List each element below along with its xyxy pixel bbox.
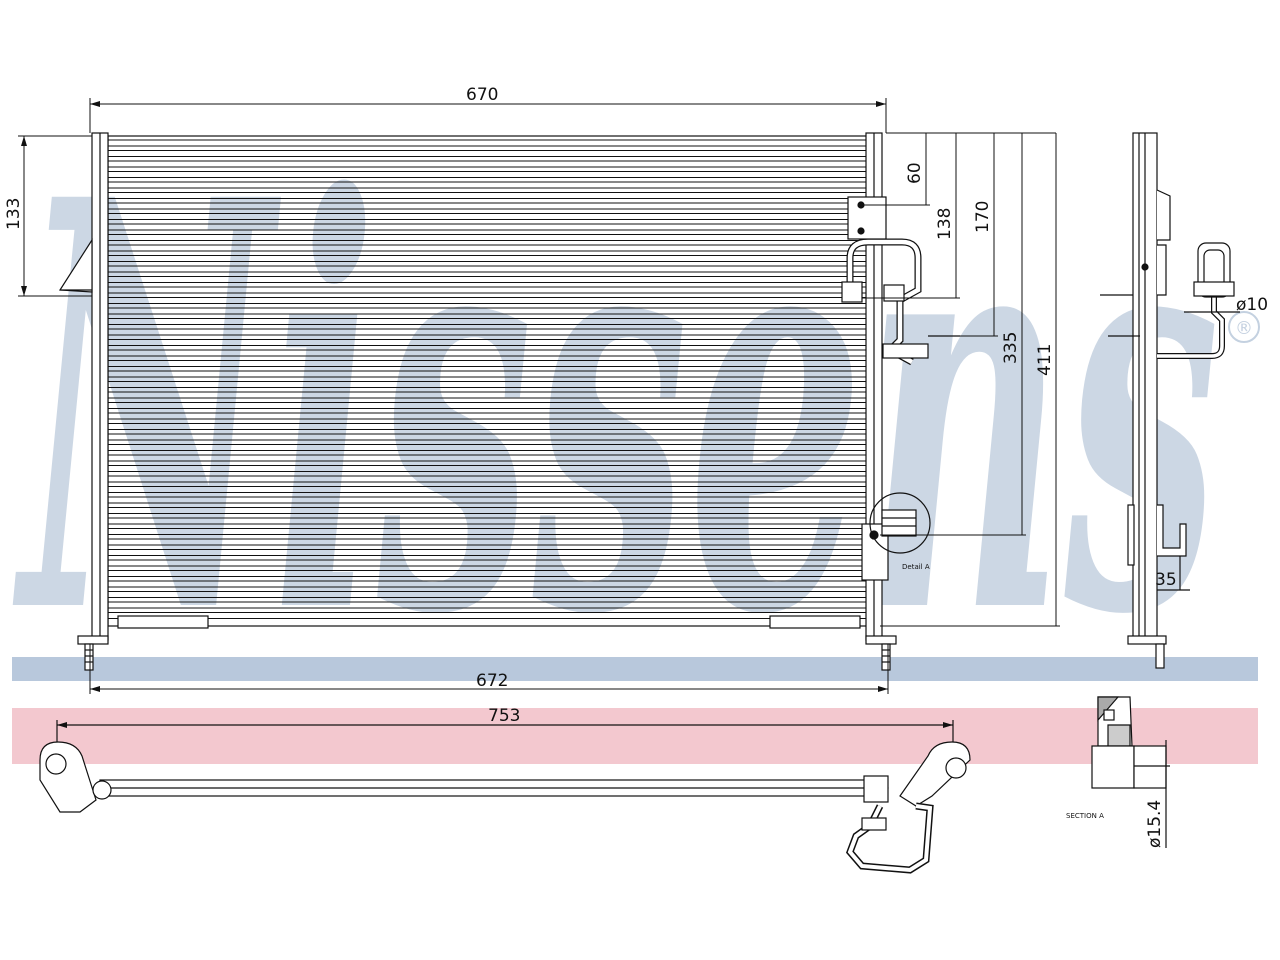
- side-view: [1100, 132, 1240, 669]
- dimension-lines: [18, 98, 1060, 694]
- dim-d10: ø10: [1236, 295, 1268, 315]
- detail-a-circle: [869, 492, 931, 554]
- dim-170: 170: [973, 201, 993, 233]
- dim-35: 35: [1155, 570, 1177, 590]
- registered-mark-icon: ®: [1228, 311, 1260, 343]
- top-view: [39, 720, 971, 874]
- dim-672: 672: [476, 671, 508, 691]
- dimension-arrows: [21, 101, 888, 692]
- svg-text:®: ®: [1235, 318, 1253, 339]
- section-a-label: SECTION A: [1066, 812, 1104, 820]
- dim-411: 411: [1035, 344, 1055, 376]
- dim-138: 138: [935, 208, 955, 240]
- dim-753: 753: [488, 706, 520, 726]
- dim-670: 670: [466, 85, 498, 105]
- detail-a-label: Detail A: [902, 563, 930, 571]
- section-a: [1091, 696, 1170, 848]
- dim-133: 133: [4, 198, 24, 230]
- pink-band: [12, 708, 1258, 764]
- top-view-arrows: [57, 722, 953, 728]
- dim-60: 60: [905, 162, 925, 184]
- blue-band: [12, 657, 1258, 681]
- front-view: [58, 132, 960, 671]
- dim-d15-4: ø15.4: [1145, 800, 1165, 848]
- dim-335: 335: [1001, 332, 1021, 364]
